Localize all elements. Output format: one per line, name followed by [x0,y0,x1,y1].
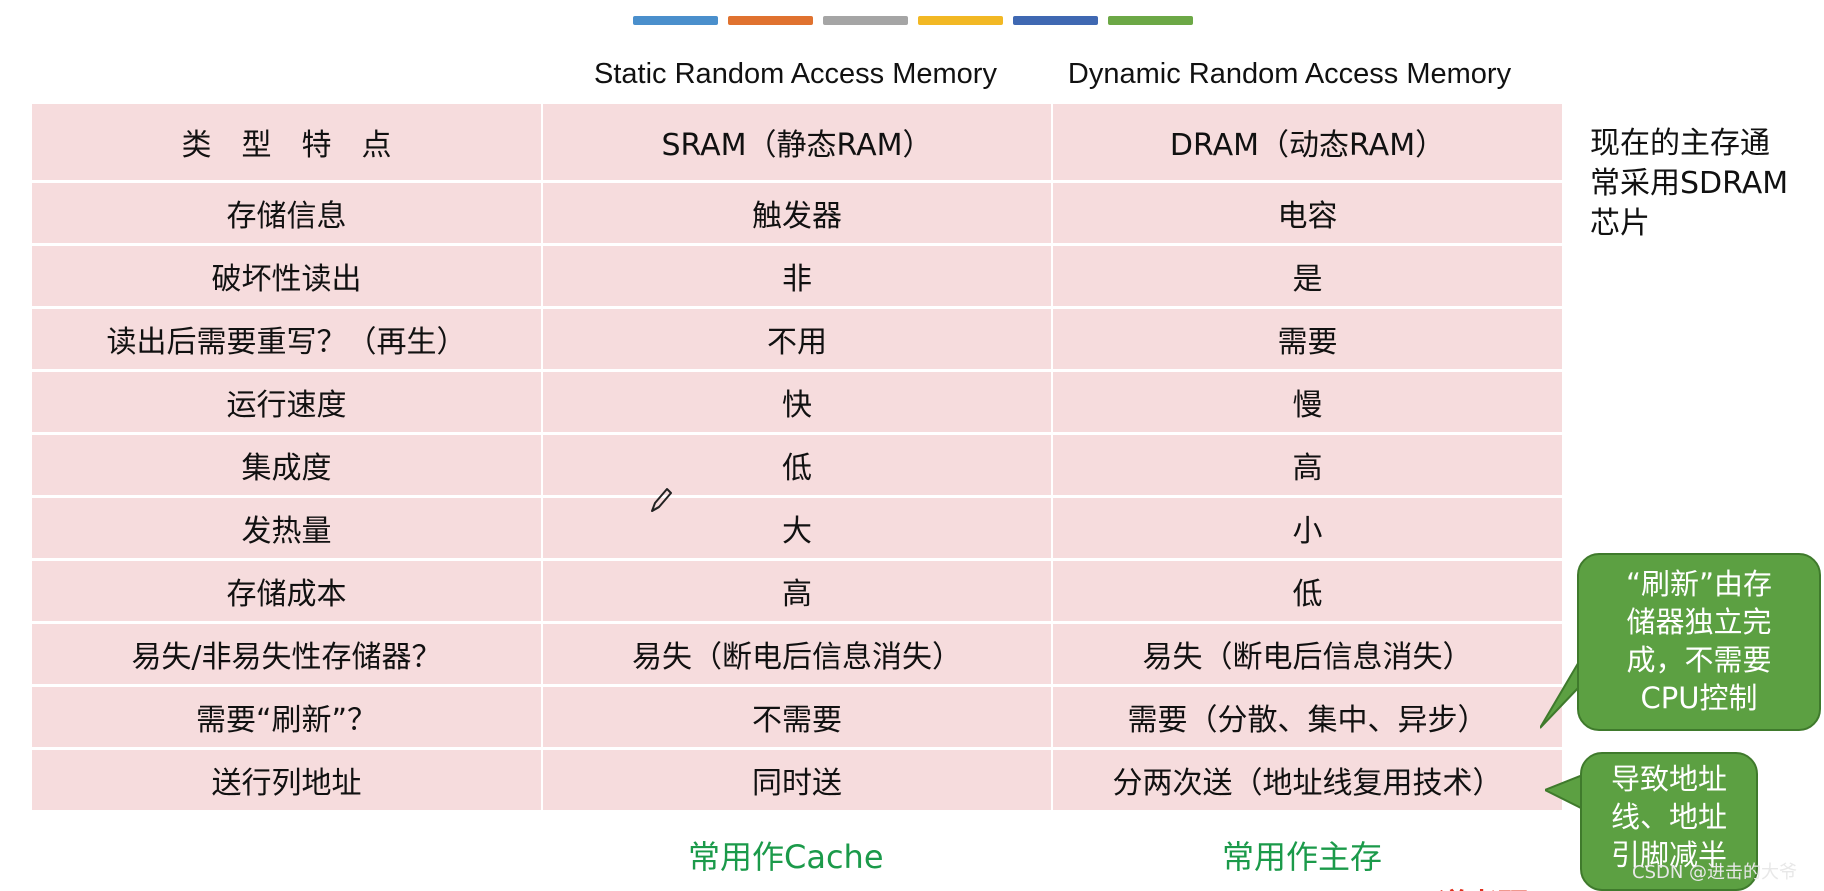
table-row: 发热量大小 [32,496,1562,561]
table-cell: 不用 [541,307,1052,372]
table-row: 需要“刷新”？不需要需要（分散、集中、异步） [32,685,1562,750]
footer-brand: 王道考研/CSKAOYAN.COM [1408,880,1810,891]
pencil-cursor-icon [651,488,672,512]
table-header-cell: SRAM（静态RAM） [541,104,1052,183]
address-callout-line: 线、地址 [1610,800,1727,834]
address-callout-line: 导致地址 [1610,762,1727,796]
table-cell: 需要 [1051,307,1562,372]
table-cell: 需要（分散、集中、异步） [1051,685,1562,750]
side-note-line: 芯片 [1590,206,1650,241]
address-callout-line: 引脚减半 [1610,838,1727,872]
callout-tail [1545,772,1585,812]
table-cell: 送行列地址 [32,748,542,813]
table-header-cell: 类 型 特 点 [32,104,542,183]
table-cell: 需要“刷新”？ [32,685,542,750]
dram-usage-label: 常用作主存 [1222,838,1383,876]
table-cell: 存储信息 [32,181,542,246]
refresh-callout-line: 储器独立完 [1626,605,1772,639]
table-row: 运行速度快慢 [32,370,1562,435]
table-cell: 低 [541,433,1052,498]
table-row: 存储信息触发器电容 [32,181,1562,246]
sram-usage-label: 常用作Cache [688,838,884,876]
refresh-callout-line: CPU控制 [1640,681,1758,715]
table-row: 读出后需要重写？（再生）不用需要 [32,307,1562,372]
refresh-callout: “刷新”由存 储器独立完 成，不需要 CPU控制 [1577,553,1821,731]
color-strip [633,16,1193,25]
address-callout: 导致地址 线、地址 引脚减半 [1580,752,1758,891]
table-cell: 小 [1051,496,1562,561]
color-strip-segment [633,16,718,25]
table-cell: 低 [1051,559,1562,624]
table-header-cell: DRAM（动态RAM） [1051,104,1562,183]
table-cell: 发热量 [32,496,542,561]
table-cell: 慢 [1051,370,1562,435]
refresh-callout-line: 成，不需要 [1626,643,1772,677]
table-cell: 破坏性读出 [32,244,542,309]
table-cell: 大 [541,496,1052,561]
watermark: CSDN @进击的大爷 [1632,862,1798,883]
table-cell: 高 [1051,433,1562,498]
side-note-line: 常采用SDRAM [1590,166,1789,201]
table-cell: 分两次送（地址线复用技术） [1051,748,1562,813]
table-cell: 存储成本 [32,559,542,624]
color-strip-segment [1013,16,1098,25]
table-cell: 是 [1051,244,1562,309]
table-row: 送行列地址同时送分两次送（地址线复用技术） [32,748,1562,813]
dram-english-heading: Dynamic Random Access Memory [1067,58,1512,90]
side-note: 现在的主存通 常采用SDRAM 芯片 [1590,124,1810,244]
table-cell: 快 [541,370,1052,435]
color-strip-segment [823,16,908,25]
table-cell: 集成度 [32,433,542,498]
color-strip-segment [728,16,813,25]
table-row: 集成度低高 [32,433,1562,498]
table-cell: 不需要 [541,685,1052,750]
table-cell: 易失（断电后信息消失） [1051,622,1562,687]
table-row: 存储成本高低 [32,559,1562,624]
table-row: 破坏性读出非是 [32,244,1562,309]
table-cell: 触发器 [541,181,1052,246]
sram-english-heading: Static Random Access Memory [594,58,997,90]
side-note-line: 现在的主存通 [1590,126,1770,161]
table-cell: 读出后需要重写？（再生） [32,307,542,372]
table-row: 易失/非易失性存储器？易失（断电后信息消失）易失（断电后信息消失） [32,622,1562,687]
table-cell: 易失（断电后信息消失） [541,622,1052,687]
table-cell: 电容 [1051,181,1562,246]
table-cell: 易失/非易失性存储器？ [32,622,542,687]
color-strip-segment [918,16,1003,25]
refresh-callout-line: “刷新”由存 [1625,567,1773,601]
table-cell: 高 [541,559,1052,624]
color-strip-segment [1108,16,1193,25]
table-cell: 非 [541,244,1052,309]
table-cell: 运行速度 [32,370,542,435]
table-cell: 同时送 [541,748,1052,813]
